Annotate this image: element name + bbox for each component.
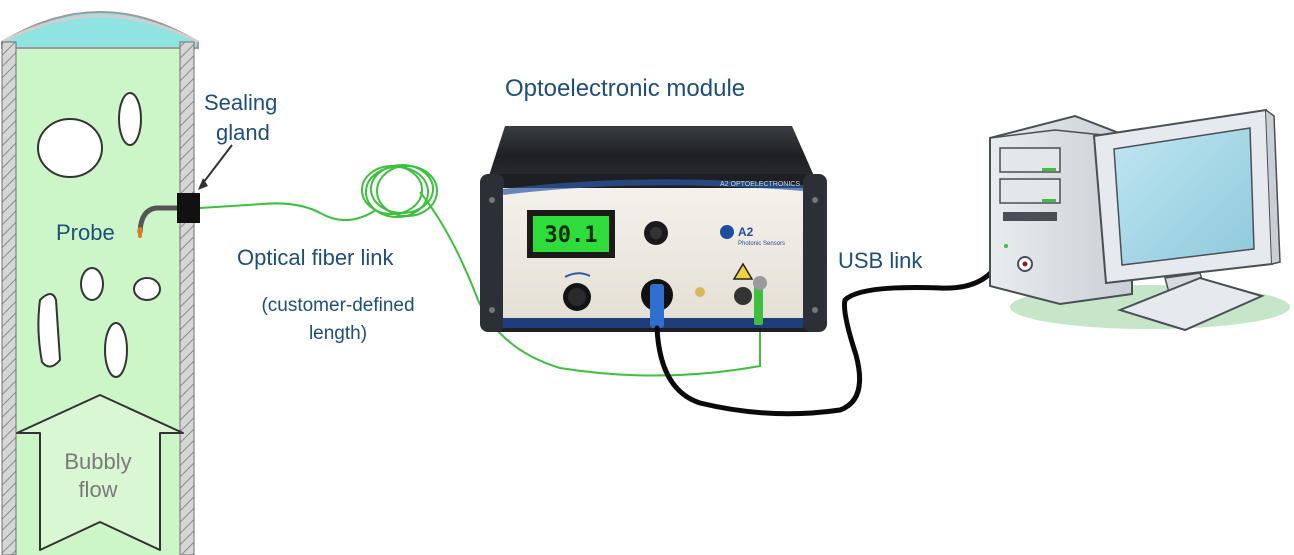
customer-defined-length-label: (customer-defined length) — [238, 292, 438, 348]
pipe-wall-left — [1, 41, 17, 555]
flow-arrow — [16, 394, 184, 551]
laser-warning-icon — [695, 287, 705, 297]
customer-defined-line2: length) — [308, 323, 368, 344]
bubble — [118, 92, 142, 146]
fiber-line — [199, 202, 377, 221]
laser-warning-sign — [732, 262, 754, 280]
optoelectronic-module: A2 OPTOELECTRONICS 30.1 A2 Photonic Sens… — [480, 126, 827, 332]
bubble — [80, 267, 104, 301]
bubble — [133, 277, 161, 301]
lcd-display-value: 30.1 — [545, 223, 598, 248]
monitor-screen — [1113, 127, 1255, 266]
bubbly-flow-line1: Bubbly — [64, 449, 132, 474]
computer — [989, 108, 1290, 332]
sealing-gland-label: Sealing gland — [204, 88, 277, 148]
fiber-coil — [361, 164, 438, 218]
probe-label: Probe — [56, 220, 115, 245]
fiber-line — [419, 191, 761, 377]
brand-subtitle: Photonic Sensors — [738, 241, 785, 247]
brand-logo-icon — [720, 225, 734, 239]
sealing-gland-label-line2: gland — [216, 120, 270, 145]
bubbles — [37, 92, 161, 378]
bubbly-flow-label: Bubbly flow — [38, 448, 158, 504]
bubble — [37, 118, 103, 178]
pipe-wall-right — [179, 41, 195, 555]
bubbly-flow-line2: flow — [78, 477, 118, 502]
fiber-connector-plug — [754, 285, 763, 325]
optoelectronic-module-label: Optoelectronic module — [505, 75, 746, 102]
module-top-strip-text: A2 OPTOELECTRONICS — [720, 181, 800, 188]
lcd-display — [533, 216, 609, 252]
sealing-gland — [177, 193, 200, 223]
usb-link-label: USB link — [838, 248, 923, 273]
sealing-gland-arrow — [199, 144, 233, 188]
monitor-base — [1116, 276, 1265, 332]
brand-name: A2 — [738, 225, 754, 239]
pipe-section — [1, 11, 233, 555]
optical-fiber — [199, 164, 761, 377]
sealing-gland-label-line1: Sealing — [204, 90, 278, 115]
optical-fiber-link-label: Optical fiber link — [237, 245, 394, 270]
bubble — [37, 293, 62, 368]
customer-defined-line1: (customer-defined — [261, 295, 415, 316]
usb-connector-plug — [650, 284, 664, 328]
module-case-top — [486, 126, 818, 185]
floppy-slot — [1003, 212, 1057, 221]
bubble — [104, 322, 128, 378]
